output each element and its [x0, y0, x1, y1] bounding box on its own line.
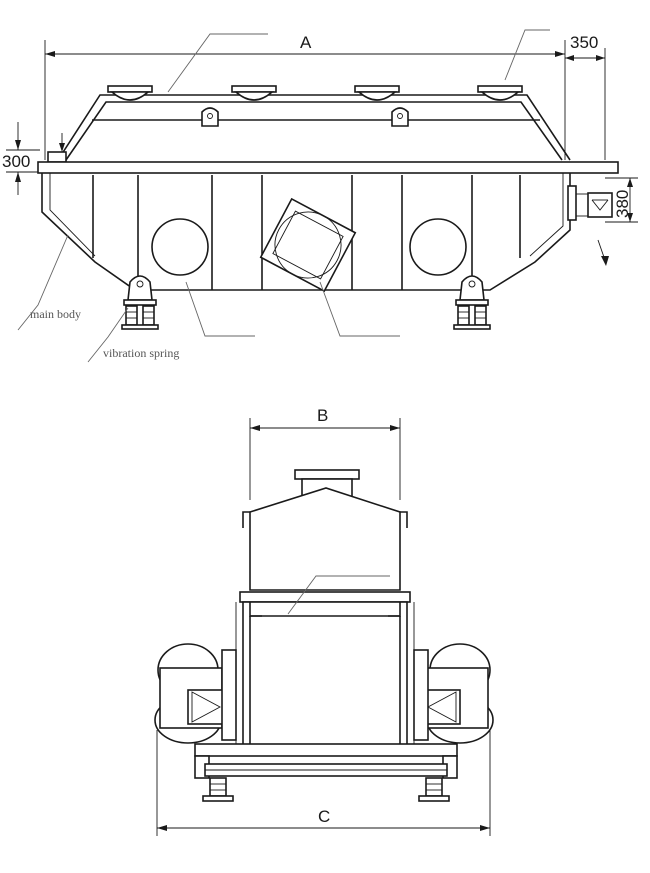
inspection-window: [409, 218, 467, 276]
dimension-b-label: B: [317, 406, 328, 425]
dimension-c: C: [156, 730, 491, 836]
top-air-outlet: [294, 469, 360, 480]
discharge-outlet: [567, 185, 613, 221]
vibration-motor-right: [413, 643, 494, 744]
dimension-300-label: 300: [2, 152, 30, 171]
lifting-lug: [201, 107, 219, 127]
support-left: [123, 275, 157, 306]
lifting-lug: [391, 107, 409, 127]
vibration-motor: [259, 197, 357, 293]
air-outlet: [354, 85, 400, 101]
vibration-spring-label: vibration spring: [103, 346, 179, 360]
dimension-b: B: [249, 406, 401, 500]
lower-body: [41, 173, 613, 293]
dimension-300: 300: [2, 122, 65, 195]
inspection-window: [151, 218, 209, 276]
end-view: B: [154, 406, 494, 836]
air-outlet: [477, 85, 523, 101]
support-right: [455, 275, 489, 306]
base-frame: [194, 743, 458, 779]
air-outlet: [107, 85, 153, 101]
end-view-hood: [239, 487, 411, 603]
air-outlet: [231, 85, 277, 101]
dimension-a: A: [44, 33, 566, 160]
vibration-spring: [202, 777, 234, 802]
vibration-spring: [121, 305, 159, 330]
feed-inlet: [47, 151, 67, 163]
dimension-380-label: 380: [613, 190, 632, 218]
side-view: A 350 300 380: [2, 29, 638, 363]
main-flange: [37, 161, 619, 174]
dimension-a-label: A: [300, 33, 312, 52]
main-body-label: main body: [30, 307, 81, 321]
vibration-motor-left: [154, 643, 237, 744]
dimension-350: 350: [565, 33, 606, 160]
vibration-spring: [453, 305, 491, 330]
dimension-350-label: 350: [570, 33, 598, 52]
exhaust-hood: [47, 85, 571, 163]
dimension-380: 380: [605, 177, 638, 223]
leader-line: [287, 575, 390, 615]
vibration-spring: [418, 777, 450, 802]
dimension-c-label: C: [318, 807, 330, 826]
leader-lines: [17, 29, 550, 363]
end-view-chamber: [235, 601, 415, 755]
